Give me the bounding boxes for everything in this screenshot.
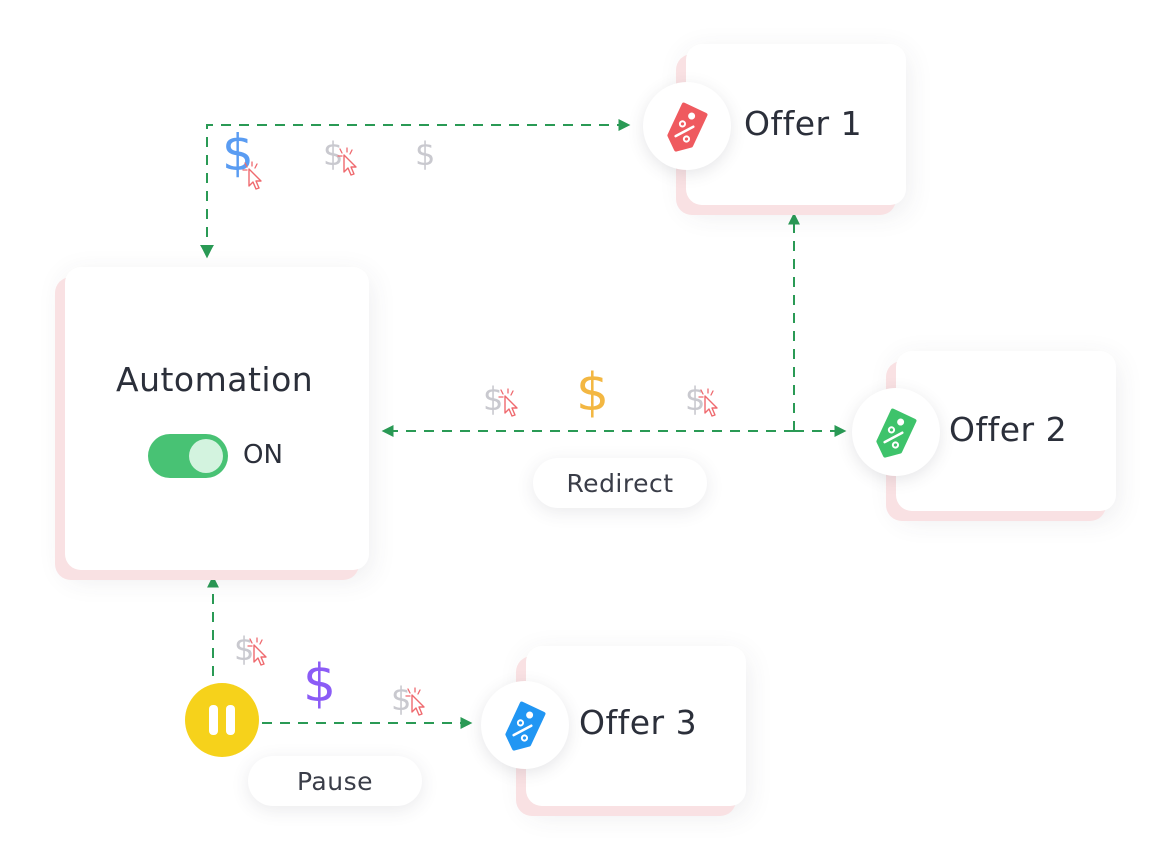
automation-toggle[interactable] (148, 434, 228, 478)
offer-2-tag-badge (852, 388, 940, 476)
offer-1-tag-badge (643, 82, 731, 170)
offer-2-label: Offer 2 (949, 410, 1068, 449)
price-tag-icon (505, 701, 546, 751)
offer-3-label: Offer 3 (579, 703, 698, 742)
pause-icon-bar (226, 705, 235, 735)
price-tag-icon (667, 102, 708, 152)
automation-title: Automation (116, 360, 314, 399)
price-tag-icon (876, 408, 917, 458)
offer-3-tag-badge (481, 681, 569, 769)
pause-label: Pause (248, 756, 422, 806)
arrowhead-down-to-automation (200, 245, 214, 256)
pause-icon (209, 705, 218, 735)
automation-card (65, 267, 369, 570)
toggle-state-label: ON (243, 440, 283, 470)
redirect-label: Redirect (533, 458, 707, 508)
toggle-knob (189, 439, 223, 473)
connector-automation-to-offer1 (206, 119, 631, 255)
pause-button[interactable] (185, 683, 259, 757)
offer-1-label: Offer 1 (744, 104, 863, 143)
